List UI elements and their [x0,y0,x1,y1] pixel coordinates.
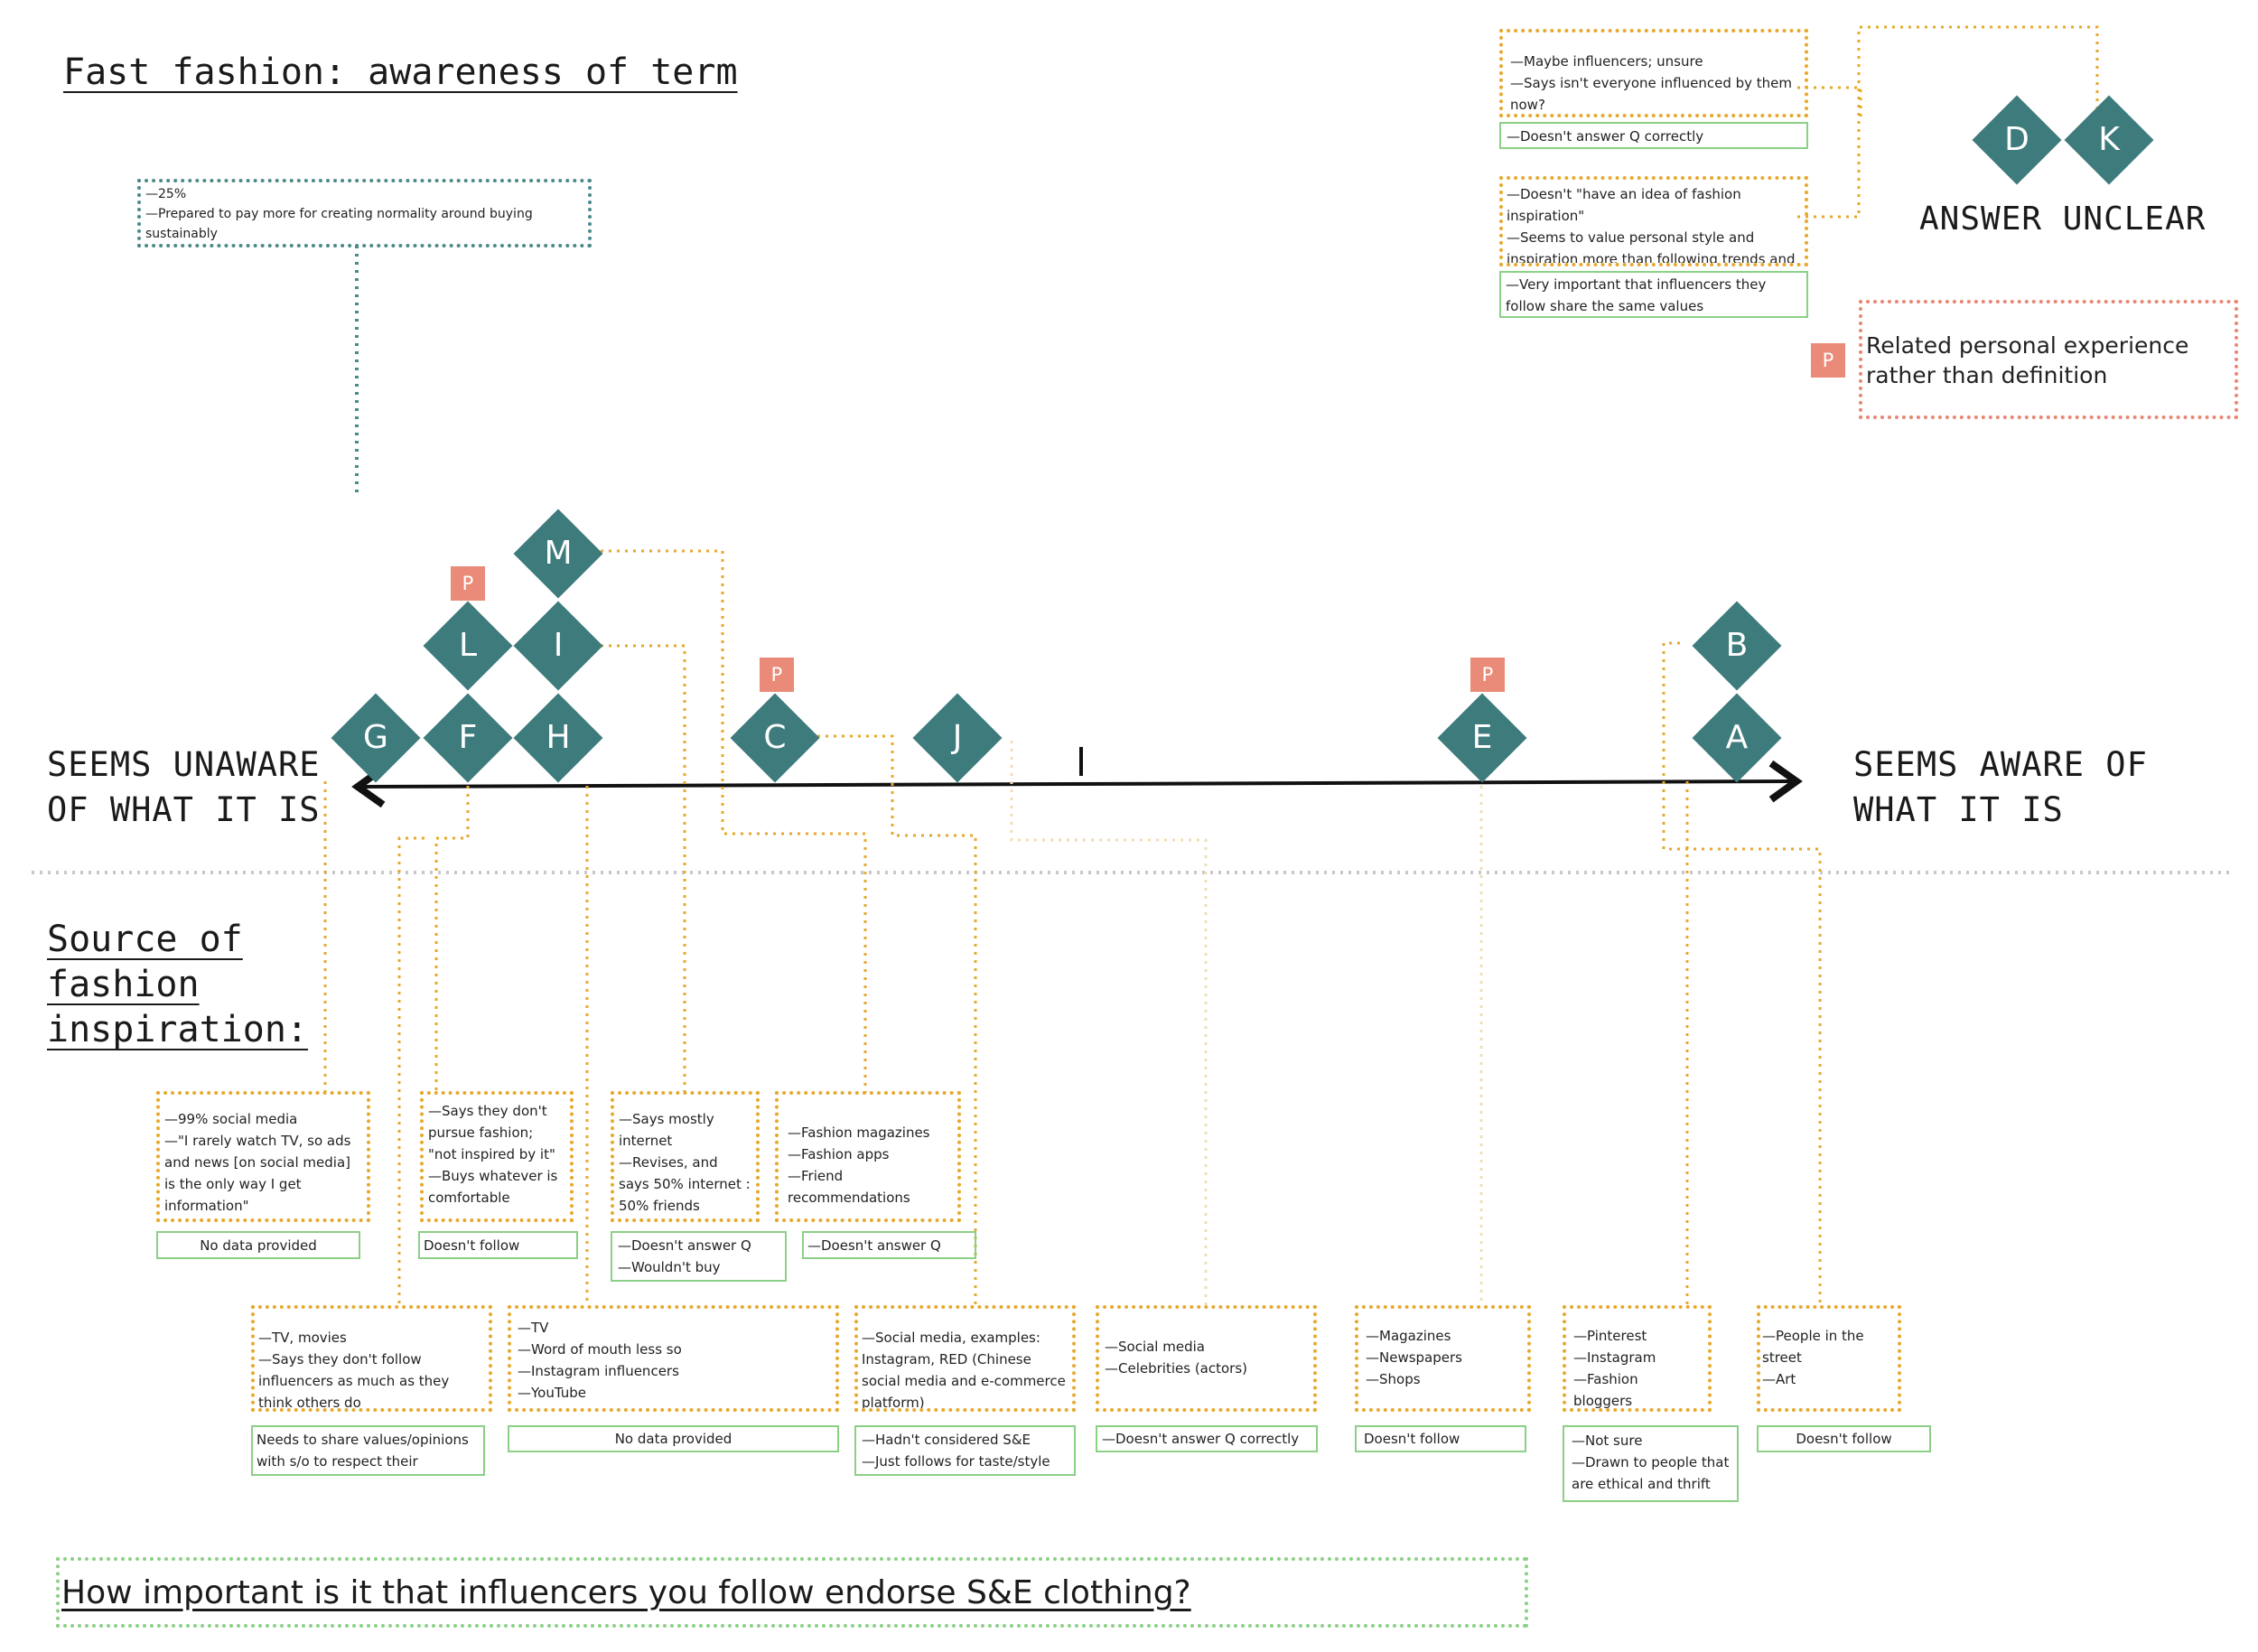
connector-f2 [397,836,425,1305]
note-dk1: —Maybe influencers; unsure —Says isn't e… [1499,29,1808,117]
note-e-influencers: Doesn't follow influencers [1355,1425,1526,1452]
note-g-influencers: No data provided [156,1231,360,1259]
connector-j [1010,741,1208,1305]
participant-label-d: D [2004,121,2029,158]
note-l-influencers: Doesn't follow influencers [418,1231,578,1259]
participant-label-j: J [952,719,963,756]
connector-f [434,786,470,1093]
participant-label-e: E [1471,719,1493,756]
note-i-influencers: —Doesn't answer Q —Wouldn't buy secondha… [611,1231,787,1282]
note-dk2-green: —Very important that influencers they fo… [1499,271,1808,318]
note-h-influencers: No data provided [508,1425,839,1452]
note-g-inspiration: —99% social media —"I rarely watch TV, s… [156,1091,370,1222]
connector-b [1662,641,1822,1305]
note-m-influencers: —Doesn't answer Q correctly [802,1231,976,1259]
connector-m [601,549,867,1093]
note-a-influencers: Doesn't follow influencers [1757,1425,1931,1452]
legend-badge: P [1811,343,1845,378]
section-title-inspiration: Source of fashion inspiration: [47,919,308,1050]
note-j-inspiration: —Social media —Celebrities (actors) [1096,1305,1317,1412]
page-title: Fast fashion: awareness of term [63,51,738,93]
personal-experience-badge-c: P [760,658,794,692]
connector-dk1 [1797,86,1862,117]
participant-label-k: K [2098,121,2120,158]
note-m-inspiration: —Fashion magazines —Fashion apps —Friend… [775,1091,961,1222]
note-e-inspiration: —Magazines —Newspapers —Shops [1355,1305,1531,1412]
axis-right-label: SEEMS AWARE OF WHAT IT IS [1853,745,2148,829]
axis-midpoint-tick [1079,747,1083,776]
influencer-endorsement-question: How important is it that influencers you… [56,1557,1528,1628]
personal-experience-badge-l: P [451,566,485,601]
connector-c [817,734,977,1305]
legend-box: Related personal experience rather than … [1859,300,2238,419]
participant-label-b: B [1725,627,1749,664]
connector-dk2 [1797,25,2099,219]
note-b-influencers: —Not sure —Drawn to people that are ethi… [1563,1425,1739,1502]
participant-label-m: M [544,535,573,572]
personal-experience-badge-e: P [1470,658,1505,692]
note-i-inspiration: —Says mostly internet —Revises, and says… [611,1091,760,1222]
note-c-influencers: —Hadn't considered S&E —Just follows for… [854,1425,1076,1476]
participant-label-h: H [546,719,571,756]
note-c-inspiration: —Social media, examples: Instagram, RED … [854,1305,1076,1412]
note-top-teal: —25% —Prepared to pay more for creating … [137,179,592,247]
note-b-inspiration: —Pinterest —Instagram —Fashion bloggers [1563,1305,1712,1412]
participant-label-f: F [458,719,478,756]
note-h-inspiration: —TV —Word of mouth less so —Instagram in… [508,1305,839,1412]
participant-label-c: C [763,719,787,756]
connector-i [601,644,686,1093]
note-j-influencers: —Doesn't answer Q correctly [1096,1425,1318,1452]
note-f-influencers: Needs to share values/opinions with s/o … [251,1425,485,1476]
participant-label-a: A [1725,719,1749,756]
awareness-axis-arrow [351,760,1803,808]
axis-left-label: SEEMS UNAWARE OF WHAT IT IS [47,745,321,829]
participant-label-i: I [553,627,564,664]
note-f-inspiration: —TV, movies —Says they don't follow infl… [251,1305,492,1412]
note-a-inspiration: —People in the street —Art [1757,1305,1901,1412]
participant-label-g: G [363,719,388,756]
note-dk1-green: —Doesn't answer Q correctly [1499,122,1808,149]
participant-label-l: L [458,627,478,664]
note-l-inspiration: —Says they don't pursue fashion; "not in… [420,1091,574,1222]
note-dk2: —Doesn't "have an idea of fashion inspir… [1499,176,1808,266]
answer-unclear-label: ANSWER UNCLEAR [1919,201,2207,238]
